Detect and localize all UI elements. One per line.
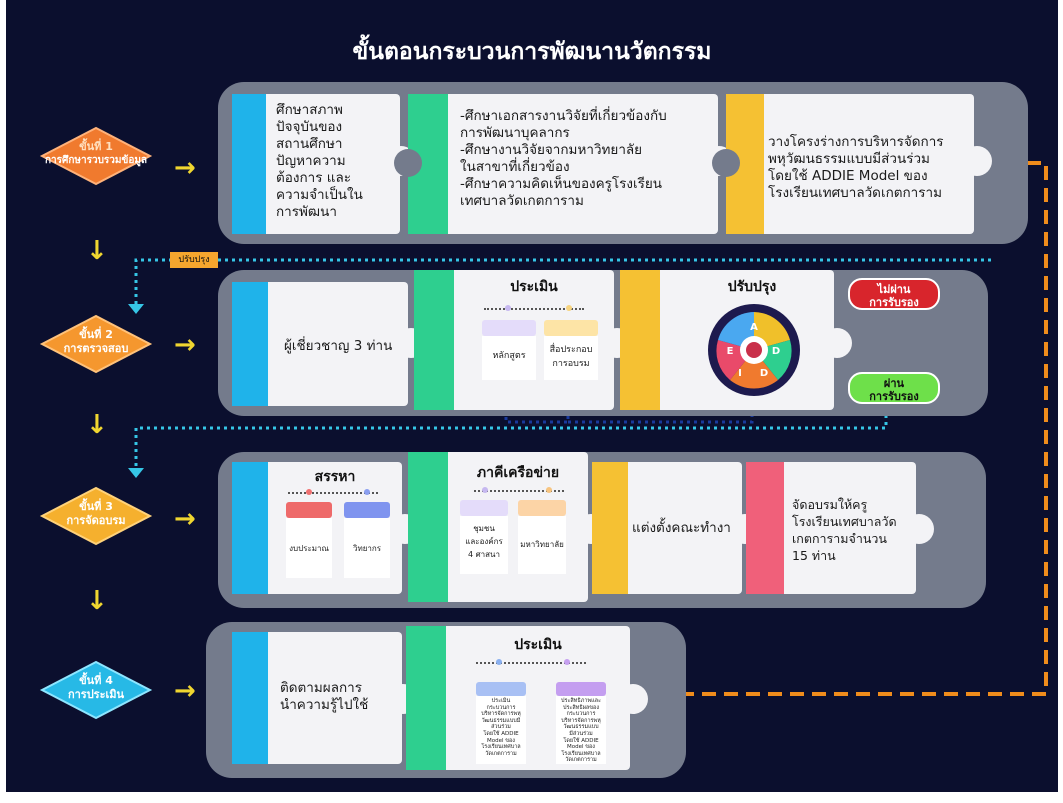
row3-recruit-item: งบประมาณ: [286, 518, 332, 578]
row-step-3: สรรหา งบประมาณ วิทยากร ภาคีเครือข่าย ชุม…: [218, 452, 986, 608]
step-4-shape: [39, 660, 153, 720]
row3-piece-2: ภาคีเครือข่าย ชุมชน และองค์กร 4 ศาสนา มห…: [408, 452, 588, 602]
step-1-name: การศึกษารวบรวมข้อมูล: [44, 155, 148, 166]
step-3-number: ขั้นที่ 3: [79, 500, 113, 513]
row4-eval-item: ประสิทธิภาพและ ประสิทธิผลของ กระบวนการ บ…: [556, 696, 606, 764]
step-2-shape: [39, 314, 153, 374]
puzzle-knob: [822, 328, 852, 358]
row3-recruit-item: วิทยากร: [344, 518, 390, 578]
row3-piece-1: สรรหา งบประมาณ วิทยากร: [232, 462, 402, 594]
step-3-shape: [39, 486, 153, 546]
row1-piece-3: วางโครงร่างการบริหารจัดการ พหุวัฒนธรรมแบ…: [712, 94, 974, 234]
row3-network-item: มหาวิทยาลัย: [518, 516, 566, 574]
step-2-number: ขั้นที่ 2: [79, 328, 113, 341]
down-arrow-icon: ↓: [86, 586, 108, 616]
down-arrow-icon: ↓: [86, 410, 108, 440]
row4-eval-item: ประเมิน กระบวนการ บริหารจัดการพหุ วัฒนธร…: [476, 696, 526, 764]
step-2-name: การตรวจสอบ: [63, 342, 129, 355]
row4-eval-title: ประเมิน: [514, 637, 562, 653]
row4-piece-2: ประเมิน ประเมิน กระบวนการ บริหารจัดการพห…: [406, 626, 630, 770]
revise-arrow-head: [128, 304, 144, 314]
diagram-title: ขั้นตอนกระบวนการพัฒนานวัตกรรม: [352, 39, 712, 65]
step-1-shape: [39, 126, 153, 186]
step-1-number: ขั้นที่ 1: [79, 140, 113, 153]
fail-badge: ไม่ผ่าน การรับรอง: [848, 278, 940, 310]
step-4-number: ขั้นที่ 4: [79, 674, 113, 687]
addie-letter: A: [750, 322, 758, 333]
puzzle-knob: [962, 146, 992, 176]
right-arrow-icon: →: [174, 676, 196, 706]
addie-letter: D: [760, 368, 768, 379]
right-arrow-icon: →: [174, 153, 196, 183]
row-step-2: ผู้เชี่ยวชาญ 3 ท่าน ประเมิน หลักสูตร สื่…: [218, 270, 988, 416]
row3-network-title: ภาคีเครือข่าย: [476, 465, 560, 481]
row3-text-4: จัดอบรมให้ครู โรงเรียนเทศบาลวัด เกตการาม…: [792, 497, 897, 563]
diagram-canvas: ขั้นตอนกระบวนการพัฒนานวัตกรรม ขั้นที่ 1 …: [6, 0, 1058, 792]
row2-text-1: ผู้เชี่ยวชาญ 3 ท่าน: [284, 338, 393, 354]
right-arrow-icon: →: [174, 330, 196, 360]
row2-eval-title: ประเมิน: [510, 279, 558, 295]
step-3-name: การจัดอบรม: [66, 514, 126, 527]
row3-piece-3: แต่งตั้งคณะทำงาน: [592, 462, 742, 594]
revise-dotted-line: [134, 258, 991, 308]
row4-piece-1: ติดตามผลการ นำความรู้ไปใช้: [232, 632, 402, 764]
row1-piece-2: -ศึกษาเอกสารงานวิจัยที่เกี่ยวข้องกับ การ…: [394, 94, 718, 234]
row2-piece-1: ผู้เชี่ยวชาญ 3 ท่าน: [232, 282, 408, 406]
row-step-1: ศึกษาสภาพ ปัจจุบันของ สถานศึกษา ปัญหาควา…: [218, 82, 1028, 244]
revise-tag: ปรับปรุง: [170, 252, 218, 268]
row4-text-1: ติดตามผลการ นำความรู้ไปใช้: [280, 680, 369, 713]
row1-piece-1: ศึกษาสภาพ ปัจจุบันของ สถานศึกษา ปัญหาควา…: [232, 94, 400, 234]
step-shapes: [39, 126, 153, 720]
addie-letter: I: [738, 368, 742, 379]
step-4-name: การประเมิน: [67, 688, 125, 701]
row2-piece-3: ปรับปรุง A D D I E: [620, 270, 834, 410]
row3-piece-4: จัดอบรมให้ครู โรงเรียนเทศบาลวัด เกตการาม…: [746, 462, 916, 594]
improve-feedback-line: [568, 396, 754, 424]
row2-improve-title: ปรับปรุง: [727, 279, 777, 295]
row1-text-3: วางโครงร่างการบริหารจัดการ พหุวัฒนธรรมแบ…: [768, 134, 944, 201]
addie-cycle-graphic: A D D I E: [708, 304, 800, 396]
right-arrow-icon: →: [174, 504, 196, 534]
pass-dotted-line: [134, 415, 888, 472]
addie-letter: E: [727, 346, 734, 357]
down-arrow-icon: ↓: [86, 236, 108, 266]
pass-badge: ผ่าน การรับรอง: [848, 372, 940, 404]
row3-network-item: ชุมชน และองค์กร 4 ศาสนา: [460, 516, 508, 574]
puzzle-knob: [904, 514, 934, 544]
row3-text-3: แต่งตั้งคณะทำงาน: [632, 520, 741, 536]
row1-text-2: -ศึกษาเอกสารงานวิจัยที่เกี่ยวข้องกับ การ…: [460, 108, 667, 209]
row1-text-1: ศึกษาสภาพ ปัจจุบันของ สถานศึกษา ปัญหาควา…: [276, 102, 363, 220]
row-step-4: ติดตามผลการ นำความรู้ไปใช้ ประเมิน ประเม…: [206, 622, 686, 778]
pass-arrow-head: [128, 468, 144, 478]
row2-eval-item: หลักสูตร: [482, 336, 536, 380]
row3-recruit-title: สรรหา: [314, 469, 356, 485]
puzzle-knob: [618, 684, 648, 714]
row2-eval-item: สื่อประกอบ การอบรม: [544, 336, 598, 380]
addie-letter: D: [772, 346, 780, 357]
row2-piece-2: ประเมิน หลักสูตร สื่อประกอบ การอบรม: [414, 270, 614, 410]
feedback-dashed-line: [680, 161, 1048, 696]
